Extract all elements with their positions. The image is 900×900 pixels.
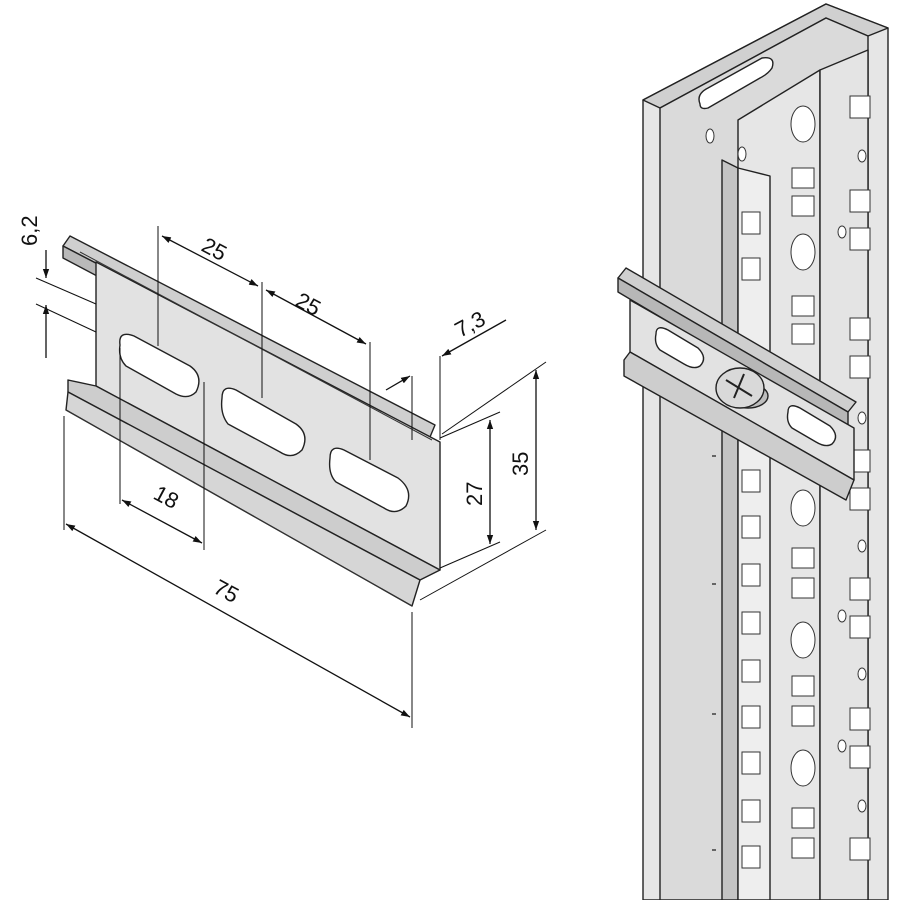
profile-round-holes bbox=[790, 105, 816, 787]
profile-top-slot bbox=[698, 57, 774, 110]
mounted-rail-slot-2 bbox=[786, 405, 837, 447]
mounted-rail-slot-1 bbox=[654, 327, 705, 369]
dim-label-27: 27 bbox=[462, 482, 487, 506]
profile-inner-wall bbox=[721, 159, 739, 900]
profile-square-holes-mid bbox=[791, 167, 815, 859]
profile-square-holes-left bbox=[741, 211, 761, 869]
dim-label-25-b: 25 bbox=[292, 287, 325, 321]
dim-label-6-2: 6,2 bbox=[17, 215, 42, 246]
din-rail-drawing: 6,2 25 25 7,3 18 75 27 35 bbox=[17, 215, 547, 728]
rail-slot-1 bbox=[118, 333, 200, 398]
dim-label-18: 18 bbox=[150, 480, 183, 514]
dim-label-35: 35 bbox=[508, 452, 533, 476]
dim-label-25-a: 25 bbox=[198, 232, 231, 266]
rail-slot-3 bbox=[328, 447, 410, 513]
profile-pitch-marks bbox=[712, 455, 716, 851]
mounted-rail-bottom bbox=[623, 351, 855, 501]
profile-small-holes bbox=[705, 128, 867, 813]
dim-label-7-3: 7,3 bbox=[451, 306, 490, 342]
rail-slot-2 bbox=[220, 387, 306, 457]
mounting-screw bbox=[715, 367, 769, 409]
profile-square-holes-right bbox=[849, 95, 871, 861]
dim-label-75: 75 bbox=[210, 574, 243, 608]
rack-profile-drawing bbox=[617, 3, 889, 900]
